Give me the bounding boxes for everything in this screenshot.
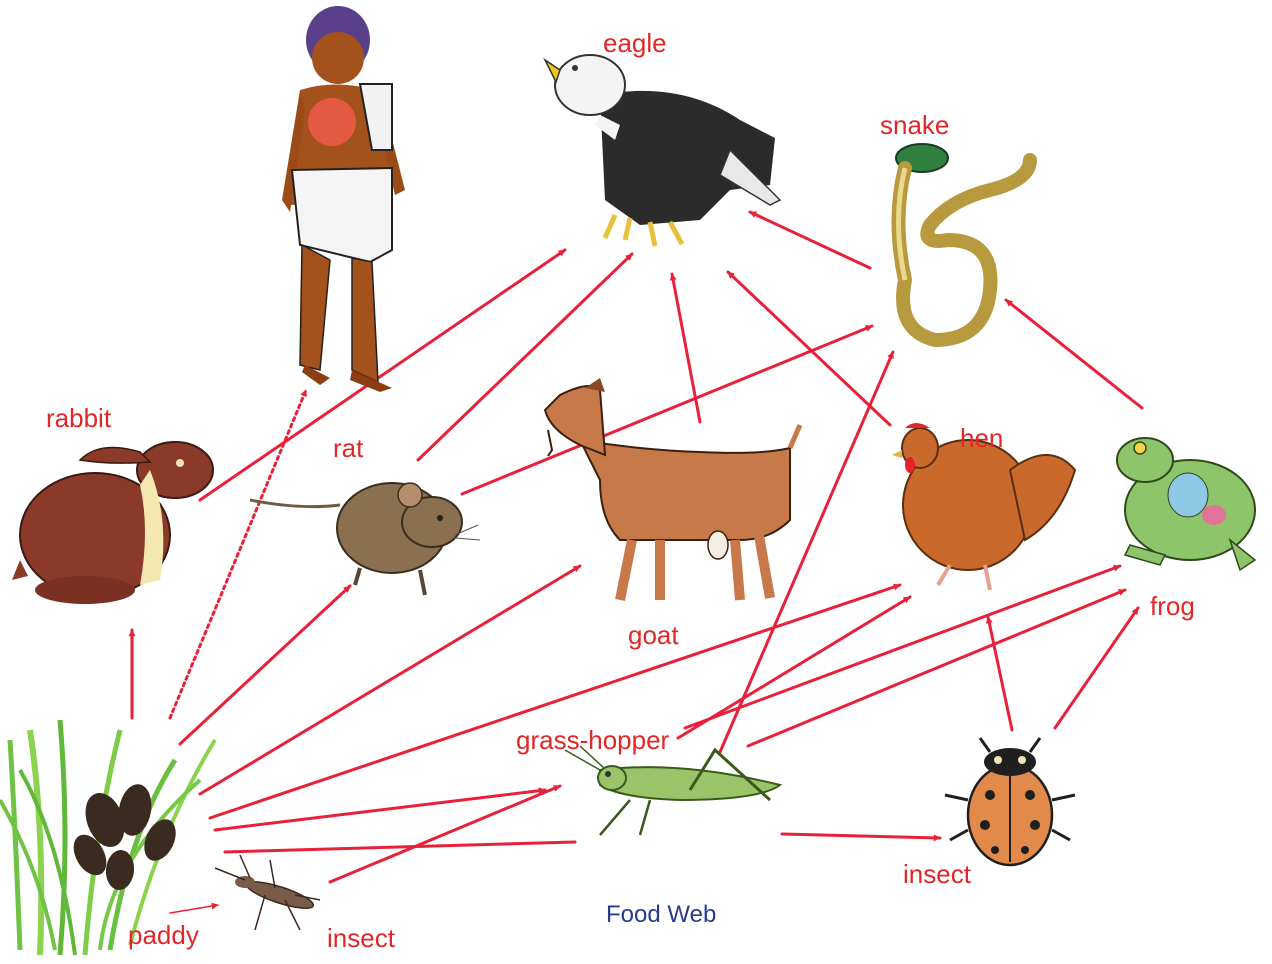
arrow-hen-to-eagle	[728, 272, 890, 425]
human-figure-illustration	[282, 6, 405, 392]
rabbit-illustration	[12, 442, 213, 604]
rat-illustration	[250, 483, 480, 595]
ladybug-illustration	[945, 738, 1075, 865]
grasshopper-illustration	[565, 746, 780, 835]
arrow-ladybug-to-frog	[1055, 608, 1138, 728]
snake-illustration	[896, 144, 1030, 340]
arrow-grasshopper-to-snake	[720, 352, 893, 752]
arrow-paddy-to-insect-small	[225, 842, 575, 852]
arrow-rabbit-to-eagle	[200, 250, 565, 500]
label-rat: rat	[333, 435, 363, 461]
arrow-grasshopper-to-frog-2	[748, 590, 1125, 746]
diagram-caption: Food Web	[606, 903, 716, 927]
arrow-paddy-to-paddy-small	[170, 905, 218, 913]
arrow-snake-to-eagle	[750, 212, 870, 268]
label-paddy: paddy	[128, 922, 199, 948]
arrow-paddy-to-goat	[200, 566, 580, 794]
label-goat: goat	[628, 622, 679, 648]
arrow-paddy-to-grasshopper	[215, 790, 545, 830]
arrow-frog-to-snake	[1006, 300, 1142, 408]
label-insect-ladybug: insect	[903, 861, 971, 887]
label-frog: frog	[1150, 593, 1195, 619]
arrow-paddy-to-human	[170, 390, 306, 718]
small-insect-illustration	[215, 855, 320, 930]
label-rabbit: rabbit	[46, 405, 111, 431]
arrow-insect-small-to-grasshopper	[330, 786, 560, 882]
label-hen: hen	[960, 425, 1003, 451]
arrow-ladybug-to-hen	[988, 617, 1012, 730]
label-snake: snake	[880, 112, 949, 138]
arrow-goat-to-eagle	[672, 274, 700, 422]
eagle-illustration	[545, 55, 780, 246]
goat-illustration	[545, 378, 800, 600]
label-eagle: eagle	[603, 30, 667, 56]
label-grasshopper: grass-hopper	[516, 727, 669, 753]
arrow-grasshopper-to-frog	[685, 566, 1120, 728]
frog-illustration	[1117, 438, 1255, 570]
label-insect-small: insect	[327, 925, 395, 951]
arrow-grasshopper-to-ladybug	[782, 834, 940, 838]
